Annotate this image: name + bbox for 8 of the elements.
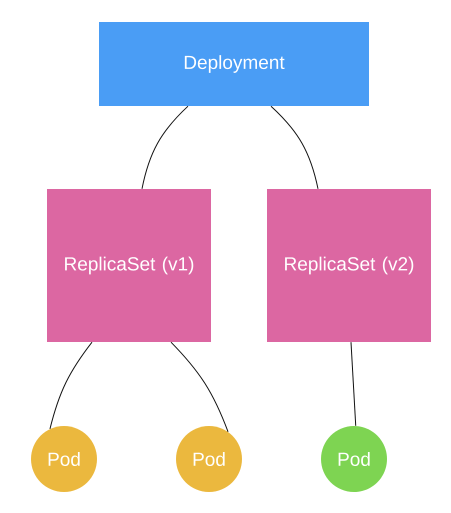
connector-line [170,342,229,432]
replicaset-box: ReplicaSet (v2) [267,189,431,342]
deployment-box: Deployment [99,22,369,106]
connector-line [270,106,318,190]
connector-line [350,342,356,426]
connector-line [142,106,188,190]
connector-line [49,342,92,430]
replicaset-box: ReplicaSet (v1) [47,189,211,342]
